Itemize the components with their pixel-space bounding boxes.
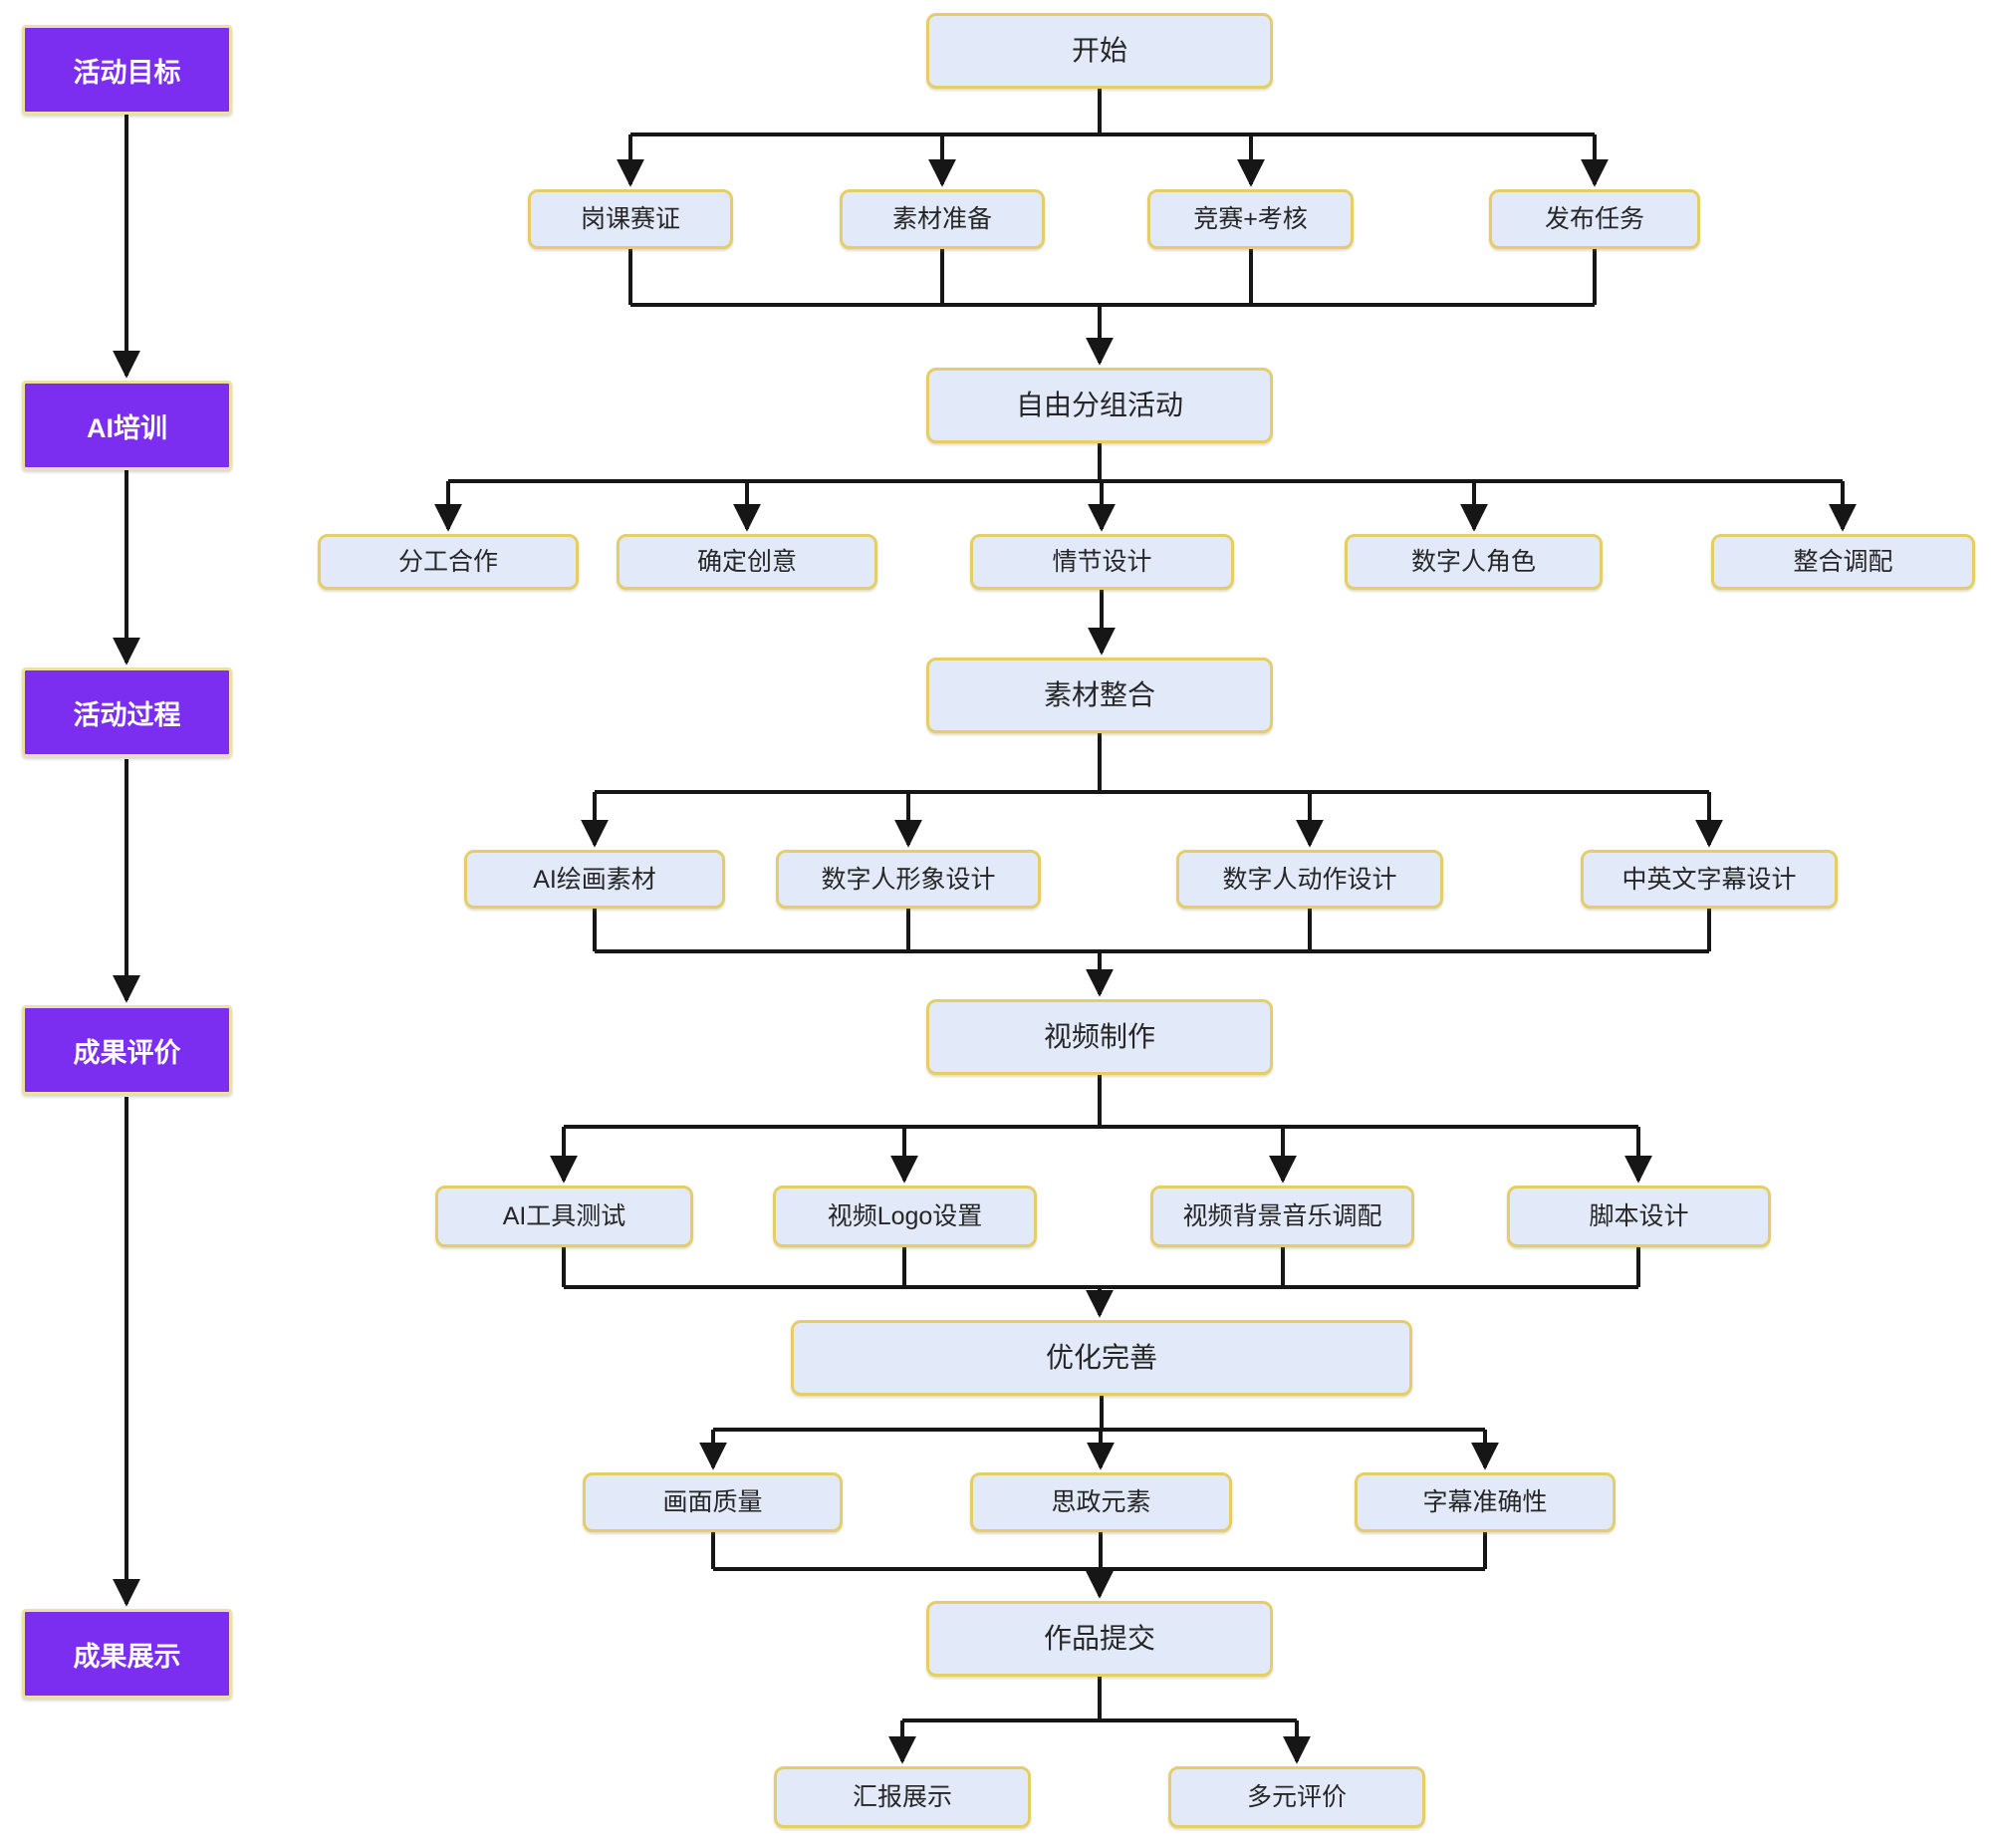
- sidebar-stage-ai-training: AI培训: [22, 381, 232, 470]
- node-bilingual-subtitle-design: 中英文字幕设计: [1581, 850, 1838, 909]
- node-ideological-elements: 思政元素: [970, 1472, 1232, 1532]
- node-video-logo-setting: 视频Logo设置: [773, 1186, 1037, 1247]
- node-script-design: 脚本设计: [1507, 1186, 1771, 1247]
- node-integration-allocation: 整合调配: [1711, 534, 1975, 590]
- node-subtitle-accuracy: 字幕准确性: [1355, 1472, 1616, 1532]
- node-multi-evaluation: 多元评价: [1168, 1766, 1425, 1828]
- sidebar-stage-process: 活动过程: [22, 667, 232, 757]
- node-picture-quality: 画面质量: [583, 1472, 843, 1532]
- sidebar-stage-evaluation: 成果评价: [22, 1005, 232, 1095]
- node-video-production: 视频制作: [926, 999, 1273, 1075]
- node-digital-human-role: 数字人角色: [1345, 534, 1603, 590]
- node-plot-design: 情节设计: [970, 534, 1234, 590]
- node-post-course-competition-certificate: 岗课赛证: [528, 189, 733, 249]
- node-ai-tool-testing: AI工具测试: [435, 1186, 693, 1247]
- node-free-grouping: 自由分组活动: [926, 368, 1273, 443]
- node-competition-assessment: 竞赛+考核: [1147, 189, 1354, 249]
- edge-group: [113, 89, 1857, 1764]
- node-material-integration: 素材整合: [926, 658, 1273, 733]
- node-digital-human-motion-design: 数字人动作设计: [1176, 850, 1443, 909]
- sidebar-stage-goals: 活动目标: [22, 25, 232, 115]
- node-video-bgm-mixing: 视频背景音乐调配: [1150, 1186, 1414, 1247]
- node-report-presentation: 汇报展示: [774, 1766, 1031, 1828]
- node-ai-painting-material: AI绘画素材: [464, 850, 725, 909]
- node-digital-human-image-design: 数字人形象设计: [776, 850, 1041, 909]
- node-optimization: 优化完善: [791, 1320, 1412, 1396]
- sidebar-stage-presentation: 成果展示: [22, 1609, 232, 1699]
- node-material-preparation: 素材准备: [840, 189, 1045, 249]
- node-start: 开始: [926, 13, 1273, 89]
- node-work-submission: 作品提交: [926, 1601, 1273, 1677]
- node-division-of-labor: 分工合作: [318, 534, 579, 590]
- node-task-release: 发布任务: [1489, 189, 1700, 249]
- node-creative-idea: 确定创意: [617, 534, 877, 590]
